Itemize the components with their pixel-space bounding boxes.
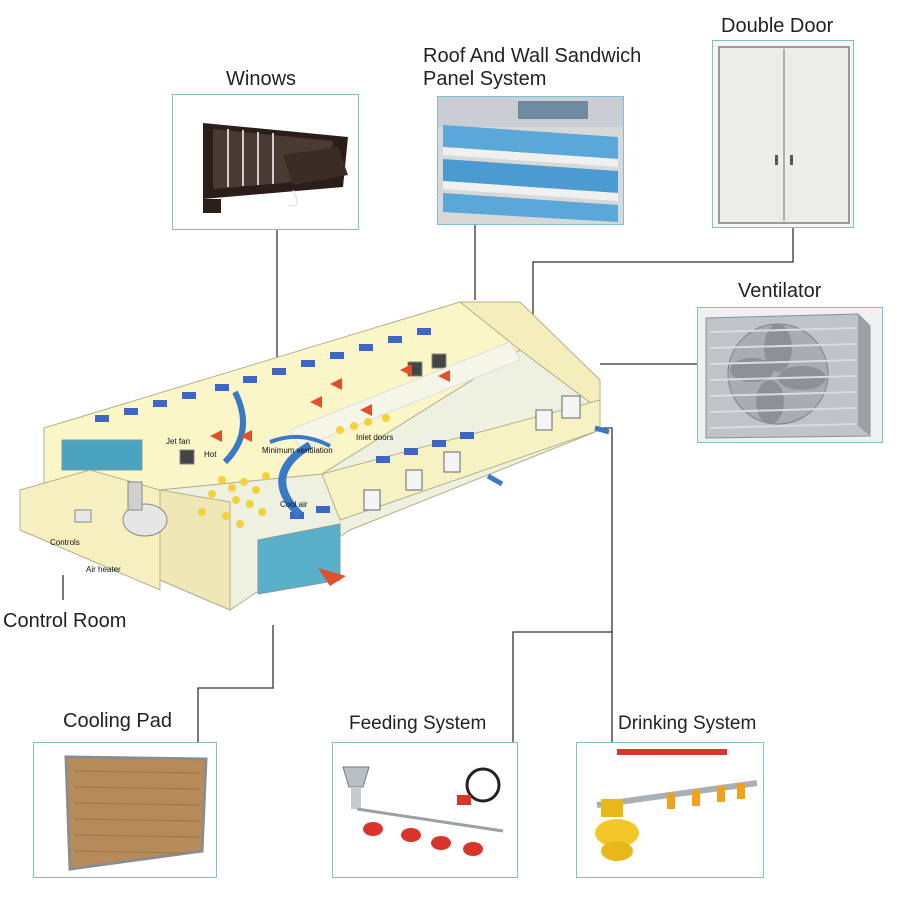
- drinking-system-image: [576, 742, 764, 878]
- feeding-system-label: Feeding System: [349, 713, 487, 734]
- cooling-pad-image: [33, 742, 217, 878]
- jet-fan-label: Jet fan: [166, 437, 191, 446]
- roof-panel-label-line1: Roof And Wall Sandwich: [423, 45, 642, 67]
- windows-image: [172, 94, 359, 230]
- air-heater-label: Air heater: [86, 565, 121, 574]
- cooling-pad-label: Cooling Pad: [63, 710, 172, 732]
- inlet-doors-label: Inlet doors: [356, 433, 394, 442]
- roof-panel-label-line2: Panel System: [423, 68, 547, 90]
- drinking-system-label: Drinking System: [618, 713, 757, 734]
- controls-label: Controls: [50, 538, 80, 547]
- control-room-label: Control Room: [3, 610, 127, 632]
- ventilator-image: [697, 307, 883, 443]
- double-door-label: Double Door: [721, 15, 834, 37]
- poultry-house-illustration: [19, 301, 610, 611]
- cool-air-label: Cool air: [280, 500, 308, 509]
- hot-label: Hot: [204, 450, 217, 459]
- sandwich-panel-image: [437, 96, 624, 225]
- feeding-system-image: [332, 742, 518, 878]
- minimum-ventilation-label: Minimum ventilation: [262, 446, 333, 455]
- windows-label: Winows: [226, 68, 297, 90]
- double-door-image: [712, 40, 854, 228]
- ventilator-label: Ventilator: [738, 280, 822, 302]
